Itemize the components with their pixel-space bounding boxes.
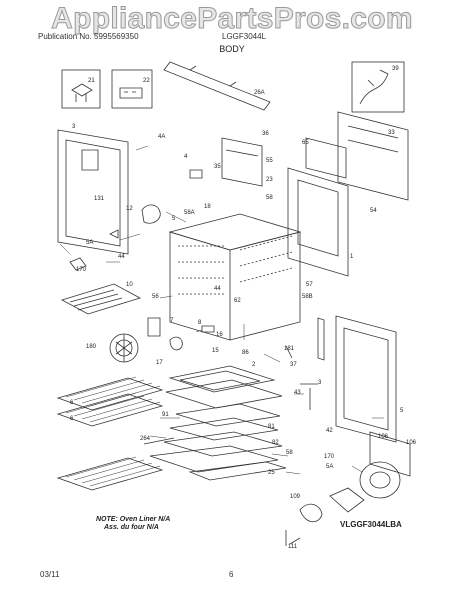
publication-number: Publication No. 5995569350 (38, 32, 139, 41)
callout-36: 36 (262, 131, 269, 137)
callout-12: 12 (126, 206, 133, 212)
callout-58B: 58B (302, 294, 313, 300)
callout-2: 2 (252, 362, 256, 368)
callout-39: 39 (392, 66, 399, 72)
callout-33: 33 (388, 130, 395, 136)
callout-131: 131 (94, 196, 105, 202)
callout-82: 82 (272, 440, 279, 446)
watermark: ApplianceParts​Pros.com (51, 2, 413, 36)
footer-page: 6 (229, 570, 234, 579)
callout-58: 58 (286, 450, 293, 456)
callout-3: 3 (72, 124, 76, 130)
callout-42: 42 (326, 428, 333, 434)
fan-motor-106 (359, 461, 401, 499)
callout-17: 17 (156, 360, 163, 366)
oven-body (169, 231, 301, 341)
vent-duct (221, 137, 263, 187)
callout-57: 57 (306, 282, 313, 288)
callout-18: 18 (204, 204, 211, 210)
callout-5: 5 (172, 216, 176, 222)
callout-111: 111 (288, 544, 298, 550)
footer-date: 03/11 (40, 570, 60, 579)
callout-264: 264 (140, 436, 151, 442)
bake-tray-2 (168, 365, 276, 393)
callout-37: 37 (290, 362, 297, 368)
callout-15: 15 (212, 348, 219, 354)
callout-4A: 4A (158, 134, 165, 140)
door-panel-left (57, 129, 129, 255)
callout-23: 23 (266, 177, 273, 183)
callout-35: 35 (214, 164, 221, 170)
back-panel-33 (337, 111, 409, 201)
callout-65: 65 (302, 140, 309, 146)
callout-91: 91 (162, 412, 169, 418)
callout-7: 7 (170, 318, 174, 324)
callout-54: 54 (370, 208, 377, 214)
part-box-22 (111, 69, 153, 109)
callout-6: 6 (70, 400, 74, 406)
valve-12 (141, 204, 161, 224)
callout-4: 4 (184, 154, 188, 160)
bottom-panel-25 (188, 461, 287, 481)
model-number: LGGF3044L (222, 32, 267, 41)
callout-62: 62 (234, 298, 241, 304)
callout-55: 55 (266, 158, 273, 164)
callout-1: 1 (350, 254, 354, 260)
callout-5: 5 (400, 408, 404, 414)
callout-5A: 5A (86, 240, 93, 246)
callout-43: 43 (294, 390, 301, 396)
part-box-39 (351, 61, 405, 113)
callout-56: 56 (152, 294, 159, 300)
oven-top (168, 213, 302, 251)
callout-58: 58 (266, 195, 273, 201)
rack-6-top (56, 376, 164, 411)
diagram-code: VLGGF3044LBA (340, 520, 402, 529)
callout-22: 22 (143, 78, 150, 84)
door-right (335, 315, 397, 443)
callout-6: 6 (70, 416, 74, 422)
callout-170: 170 (324, 454, 335, 460)
callout-180: 180 (86, 344, 97, 350)
callout-10: 10 (126, 282, 133, 288)
callout-25: 25 (268, 470, 275, 476)
section-title: BODY (219, 44, 245, 54)
callout-181: 181 (284, 346, 295, 352)
callout-170: 170 (76, 267, 87, 273)
callout-81: 81 (268, 424, 275, 430)
bracket-26a (163, 61, 271, 111)
note-line-1: NOTE: Oven Liner N/A (96, 516, 171, 523)
callout-58A: 58A (184, 210, 195, 216)
note-line-2: Ass. du four N/A (104, 524, 159, 531)
callout-26A: 26A (254, 90, 265, 96)
callout-106: 106 (378, 434, 389, 440)
callout-44: 44 (214, 286, 221, 292)
rack-6-mid (56, 392, 164, 427)
callout-16: 16 (216, 332, 223, 338)
callout-8: 8 (198, 320, 202, 326)
side-panel-1 (287, 167, 349, 277)
callout-86: 86 (242, 350, 249, 356)
callout-5A: 5A (326, 464, 333, 470)
part-box-21 (61, 69, 101, 109)
callout-106: 106 (406, 440, 417, 446)
rack-6-bottom (56, 456, 164, 491)
broiler-drawer-10 (60, 283, 142, 315)
callout-44: 44 (118, 254, 125, 260)
callout-109: 109 (290, 494, 301, 500)
callout-21: 21 (88, 78, 95, 84)
callout-3: 3 (318, 380, 322, 386)
